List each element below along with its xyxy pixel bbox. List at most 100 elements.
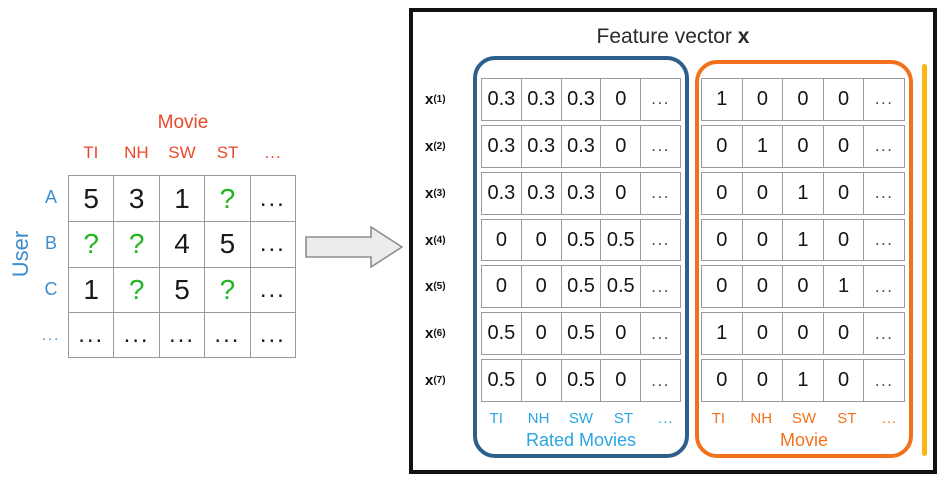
feature-cell: ... (640, 219, 681, 261)
rating-cell: 1 (83, 273, 99, 305)
feature-cell: ... (640, 360, 681, 402)
rating-cell: 5 (204, 222, 249, 267)
feature-cell: ... (863, 172, 905, 214)
feature-cell: 0 (520, 266, 561, 308)
feature-cell: 1 (782, 219, 823, 261)
feature-cell: 0.5 (560, 219, 601, 261)
feature-cell: 1 (701, 313, 742, 355)
feature-row-label-6: x(6) (425, 325, 446, 343)
rating-cell: ... (249, 312, 295, 357)
rated-column-label-0: TI (489, 410, 503, 427)
feature-cell: 1 (741, 125, 783, 167)
movie-column-label-4: ... (881, 410, 898, 427)
feature-cell: 0 (600, 313, 640, 355)
feature-cell: ... (863, 313, 905, 355)
user-row-header-3: ... (41, 326, 61, 344)
feature-cell: 0 (822, 172, 864, 214)
feature-cell: 0.3 (520, 79, 561, 120)
table-row: 1?5?... (69, 266, 295, 312)
rating-cell: 5 (83, 182, 99, 214)
feature-cell: 1 (701, 79, 742, 120)
movie-group-outline (695, 60, 913, 458)
feature-cell: 0 (701, 125, 742, 167)
feature-cell: 0.5 (481, 313, 521, 355)
feature-cell: 0 (600, 125, 640, 167)
feature-row-label-7: x(7) (425, 372, 446, 390)
feature-cell: ... (640, 172, 681, 214)
movie-column-header-1: NH (124, 143, 149, 162)
feature-cell: 0.5 (600, 219, 640, 261)
movie-column-label-3: ST (837, 410, 857, 427)
rating-cell: ... (249, 176, 295, 222)
feature-cell: 1 (782, 360, 823, 402)
feature-cell: ... (640, 266, 681, 308)
feature-cell: ... (863, 360, 905, 402)
feature-cell: 0.3 (560, 125, 601, 167)
feature-cell: 0 (520, 219, 561, 261)
rating-cell: ... (204, 312, 249, 357)
feature-cell: 0 (600, 172, 640, 214)
feature-cell: ... (640, 79, 681, 120)
feature-cell: 0 (822, 313, 864, 355)
rating-cell-missing: ? (113, 267, 158, 312)
feature-cell: 1 (782, 172, 823, 214)
feature-cell: 0 (481, 219, 521, 261)
feature-cell: 0.3 (520, 125, 561, 167)
movie-column-header-2: SW (168, 143, 196, 162)
movie-column-header-0: TI (83, 143, 99, 162)
feature-cell: 0 (741, 360, 783, 402)
feature-row-label-5: x(5) (425, 278, 446, 296)
feature-cell: 0 (822, 360, 864, 402)
feature-cell: 0 (520, 313, 561, 355)
feature-cell: 0.5 (600, 266, 640, 308)
rating-cell-missing: ? (204, 176, 249, 222)
feature-row-label-2: x(2) (425, 137, 446, 155)
movie-group-name: Movie (779, 430, 828, 450)
table-row: ............... (69, 311, 295, 357)
rated-movies-group-outline (473, 56, 689, 458)
feature-cell: 0 (701, 219, 742, 261)
feature-row-label-4: x(4) (425, 231, 446, 249)
feature-cell: 0 (741, 79, 783, 120)
movie-column-header-3: ST (216, 143, 239, 162)
feature-cell: 0 (600, 79, 640, 120)
feature-cell: 1 (822, 266, 864, 308)
feature-cell: 0 (822, 125, 864, 167)
feature-vector-panel: Feature vector x x(1)x(2)x(3)x(4)x(5)x(6… (409, 8, 937, 474)
feature-cell: 0 (741, 172, 783, 214)
rating-cell: ... (158, 312, 204, 357)
rated-column-label-1: NH (527, 410, 550, 427)
feature-cell: 0 (481, 266, 521, 308)
rating-cell: ... (113, 312, 158, 357)
feature-cell: 0.3 (520, 172, 561, 214)
feature-cell: 0 (741, 266, 783, 308)
rated-column-label-2: SW (568, 410, 594, 427)
rating-cell-missing: ? (113, 222, 158, 267)
feature-cell: 0 (782, 266, 823, 308)
feature-cell: 0.5 (560, 266, 601, 308)
feature-cell: 0.3 (481, 125, 521, 167)
feature-cell: 0.3 (481, 79, 521, 120)
transform-arrow (305, 225, 404, 269)
feature-cell: 0 (701, 172, 742, 214)
feature-cell: 0 (520, 360, 561, 402)
feature-vector-title: Feature vector x (413, 26, 933, 48)
rating-cell: 4 (158, 222, 204, 267)
movie-column-label-2: SW (791, 410, 817, 427)
rating-cell-missing: ? (83, 228, 99, 260)
feature-cell: 0 (741, 219, 783, 261)
feature-cell: 0.3 (481, 172, 521, 214)
